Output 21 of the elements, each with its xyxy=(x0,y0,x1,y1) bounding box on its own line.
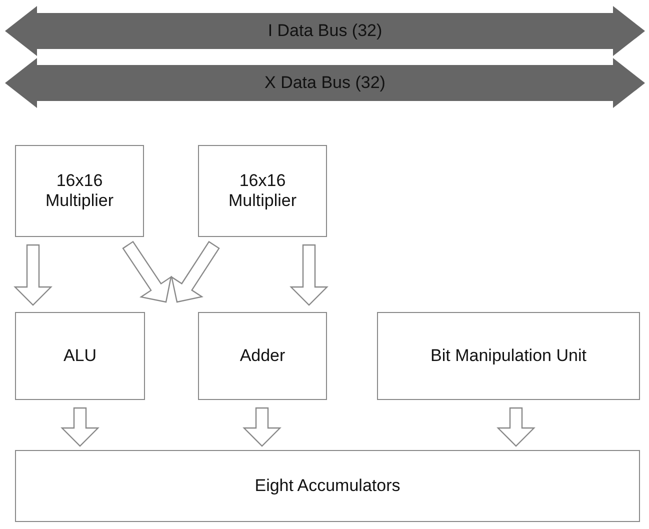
unit-box xyxy=(198,145,327,237)
block-arrow xyxy=(170,240,220,303)
bus-label: I Data Bus (32) xyxy=(268,20,382,42)
block-arrow xyxy=(496,407,536,447)
unit-label: 16x16 Multiplier xyxy=(227,170,298,212)
unit-box xyxy=(15,450,640,522)
unit-label: Adder xyxy=(240,346,286,366)
unit-label: 16x16 Multiplier xyxy=(44,170,115,212)
unit-label: ALU xyxy=(63,346,97,366)
block-arrow xyxy=(242,407,282,447)
unit-box xyxy=(15,312,145,400)
unit-box xyxy=(15,145,144,237)
unit-box xyxy=(377,312,640,400)
block-arrow xyxy=(290,244,328,306)
unit-label: Eight Accumulators xyxy=(254,476,400,496)
block-arrow xyxy=(122,240,172,303)
unit-box xyxy=(198,312,327,400)
bus-label: X Data Bus (32) xyxy=(264,72,386,94)
block-arrow xyxy=(60,407,100,447)
block-arrow xyxy=(14,244,52,306)
unit-label: Bit Manipulation Unit xyxy=(430,346,586,366)
